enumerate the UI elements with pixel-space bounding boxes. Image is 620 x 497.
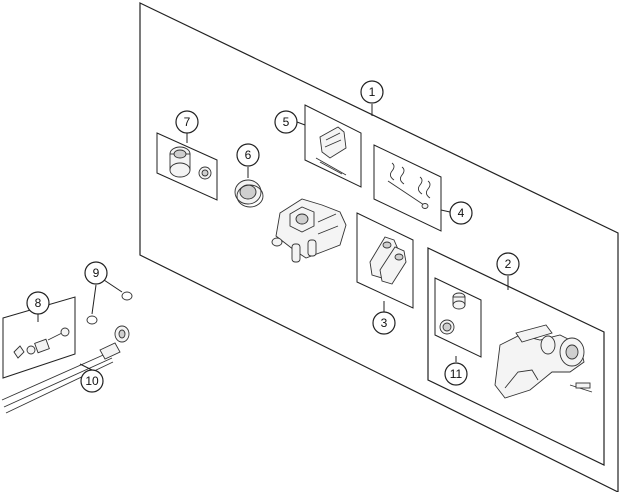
callout-10-label: 10 [85, 374, 99, 388]
o-rings-part [86, 291, 133, 325]
banjo-bolt-part [13, 327, 70, 359]
callout-10: 10 [80, 369, 104, 393]
callout-4: 4 [449, 201, 473, 225]
box-pin-kit [373, 144, 442, 232]
callout-2: 2 [496, 252, 520, 276]
callout-8-label: 8 [35, 296, 42, 310]
callout-3-label: 3 [381, 316, 388, 330]
callout-9-label: 9 [93, 266, 100, 280]
leader-5 [296, 121, 306, 126]
piston-part [169, 146, 212, 180]
seal-ring-part [234, 179, 264, 208]
callout-5: 5 [274, 110, 298, 134]
brake-pads-part [369, 236, 407, 285]
callout-3: 3 [372, 311, 396, 335]
callout-5-label: 5 [283, 115, 290, 129]
callout-1-label: 1 [369, 85, 376, 99]
leader-9b [91, 284, 97, 315]
callout-6: 6 [236, 143, 260, 167]
callout-2-label: 2 [505, 257, 512, 271]
box-banjo-bolt [2, 296, 76, 379]
callout-4-label: 4 [458, 206, 465, 220]
caliper-body-part [271, 198, 347, 263]
callout-11: 11 [444, 362, 468, 386]
callout-11-label: 11 [450, 367, 463, 381]
bleed-nipple-part [439, 292, 466, 335]
callout-1: 1 [360, 80, 384, 104]
pad-spring-part [315, 126, 347, 176]
callout-7-label: 7 [184, 115, 191, 129]
caliper-bracket-part [494, 324, 593, 399]
callout-6-label: 6 [245, 148, 252, 162]
pin-kit-part [387, 162, 431, 209]
leader-4 [440, 209, 451, 213]
callout-7: 7 [175, 110, 199, 134]
box-seal-kit [434, 277, 482, 358]
leader-10 [79, 363, 93, 371]
callout-8: 8 [26, 291, 50, 315]
callout-9: 9 [84, 261, 108, 285]
